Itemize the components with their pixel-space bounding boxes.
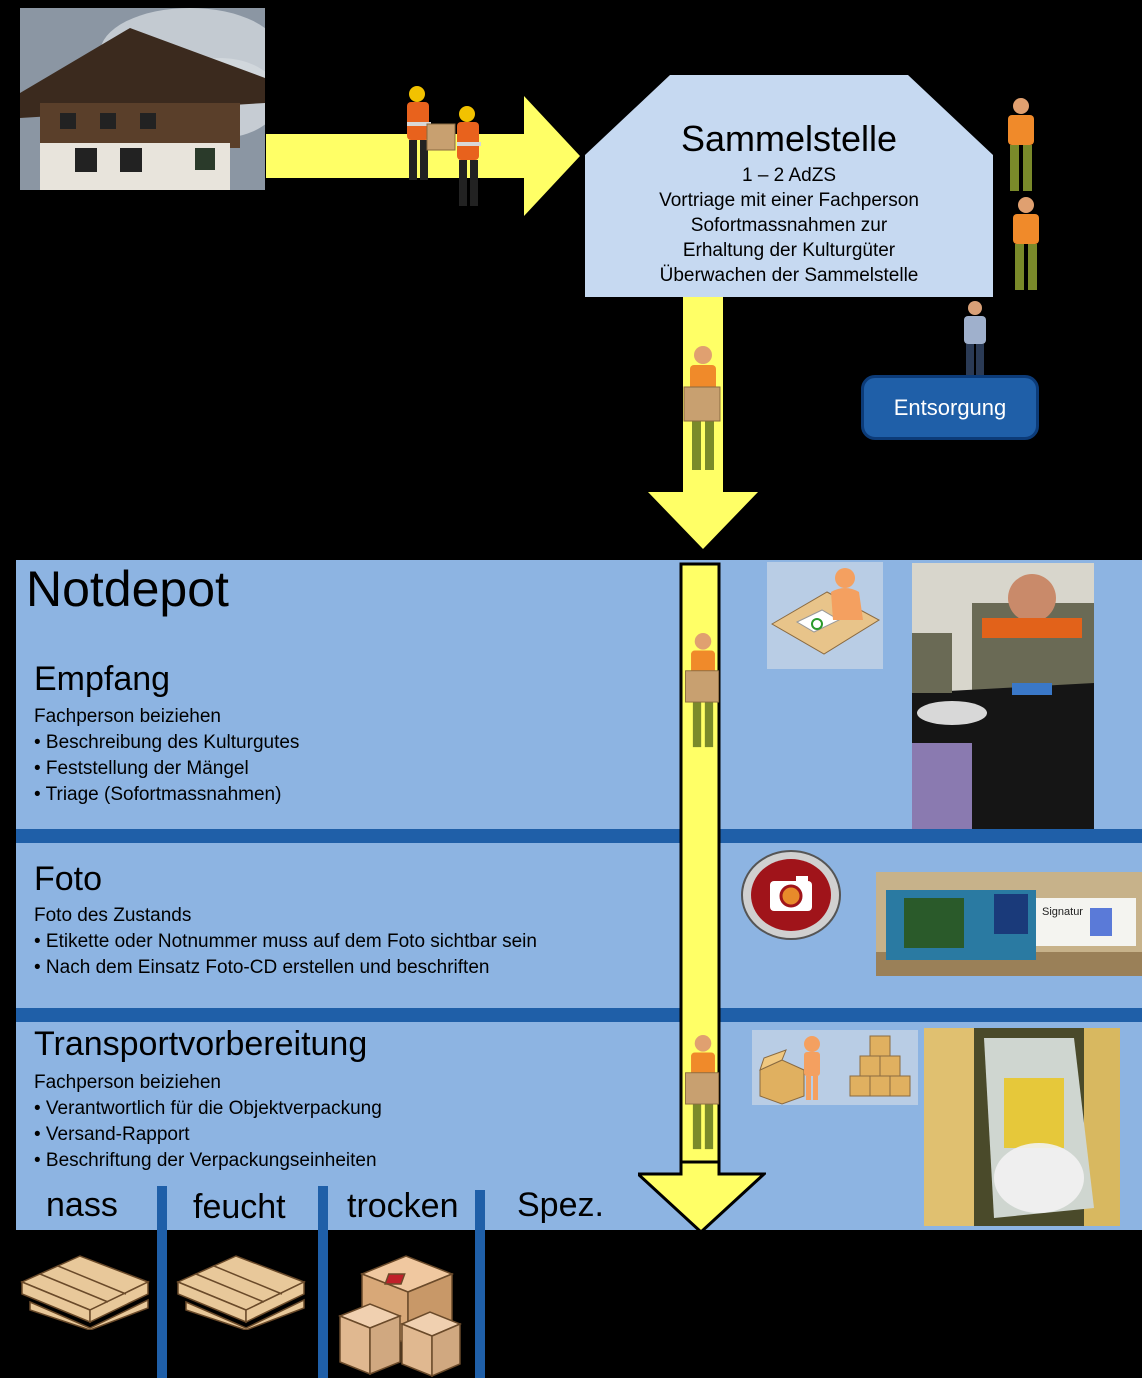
empfang-bullet: • Beschreibung des Kulturgutes — [34, 732, 300, 753]
sammelstelle-line: Sofortmassnahmen zur — [690, 215, 888, 236]
sort-separator — [157, 1186, 167, 1378]
reception-desk-photo — [912, 563, 1094, 829]
sammelstelle-line: Vortriage mit einer Fachperson — [659, 190, 919, 211]
worker-carrying-box-icon — [685, 1035, 720, 1150]
sort-label-trocken: trocken — [347, 1187, 459, 1225]
signatur-label: Signatur — [1042, 906, 1083, 918]
sort-label-spez: Spez. — [517, 1186, 604, 1224]
sammelstelle-shape — [585, 75, 993, 297]
worker-carrying-box-icon — [685, 633, 720, 748]
transport-list: Fachperson beiziehen • Verantwortlich fü… — [34, 1070, 382, 1174]
house-fire-photo — [20, 8, 265, 190]
entsorgung-label: Entsorgung — [893, 394, 1007, 420]
sammelstelle-line: Überwachen der Sammelstelle — [659, 265, 919, 286]
boxes-icon — [337, 1255, 462, 1378]
firefighters-icon — [407, 86, 481, 206]
foto-intro: Foto des Zustands — [34, 905, 192, 926]
empfang-intro: Fachperson beiziehen — [34, 706, 221, 727]
divider — [16, 829, 1142, 843]
worker-carrying-box-icon — [683, 346, 721, 470]
sammelstelle-lines: 1 – 2 AdZS Vortriage mit einer Fachperso… — [585, 163, 993, 288]
person-icon — [964, 301, 986, 378]
divider — [16, 1008, 1142, 1022]
worker-icon — [1008, 98, 1034, 191]
arrow-down-yellow — [648, 297, 758, 549]
transport-bullet: • Versand-Rapport — [34, 1124, 190, 1145]
sort-label-feucht: feucht — [193, 1188, 286, 1226]
empfang-heading: Empfang — [34, 660, 171, 698]
foto-list: Foto des Zustands • Etikette oder Notnum… — [34, 903, 537, 981]
notdepot-title: Notdepot — [26, 561, 229, 617]
transport-heading: Transportvorbereitung — [34, 1025, 368, 1063]
foto-bullet: • Nach dem Einsatz Foto-CD erstellen und… — [34, 957, 490, 978]
book-photo: Signatur — [876, 872, 1142, 976]
empfang-bullet: • Feststellung der Mängel — [34, 758, 249, 779]
desk-worker-icon — [767, 562, 883, 669]
sammelstelle-line: Erhaltung der Kulturgüter — [682, 240, 896, 261]
entsorgung-button[interactable]: Entsorgung — [861, 375, 1039, 440]
transport-bullet: • Beschriftung der Verpackungseinheiten — [34, 1150, 377, 1171]
packing-icon — [752, 1030, 918, 1105]
empfang-bullet: • Triage (Sofortmassnahmen) — [34, 784, 282, 805]
transport-intro: Fachperson beiziehen — [34, 1072, 221, 1093]
worker-icon — [1013, 197, 1039, 290]
sammelstelle-line: 1 – 2 AdZS — [741, 165, 836, 186]
crate-photo — [924, 1028, 1120, 1226]
sort-label-nass: nass — [46, 1186, 118, 1224]
pallet-icon — [20, 1255, 150, 1330]
pallet-icon — [176, 1255, 306, 1330]
sort-separator — [318, 1186, 328, 1378]
empfang-list: Fachperson beiziehen • Beschreibung des … — [34, 704, 299, 808]
sammelstelle-title: Sammelstelle — [680, 118, 898, 159]
camera-icon — [741, 850, 841, 940]
transport-bullet: • Verantwortlich für die Objektverpackun… — [34, 1098, 382, 1119]
foto-heading: Foto — [34, 860, 103, 898]
foto-bullet: • Etikette oder Notnummer muss auf dem F… — [34, 931, 537, 952]
sort-separator — [475, 1190, 485, 1378]
